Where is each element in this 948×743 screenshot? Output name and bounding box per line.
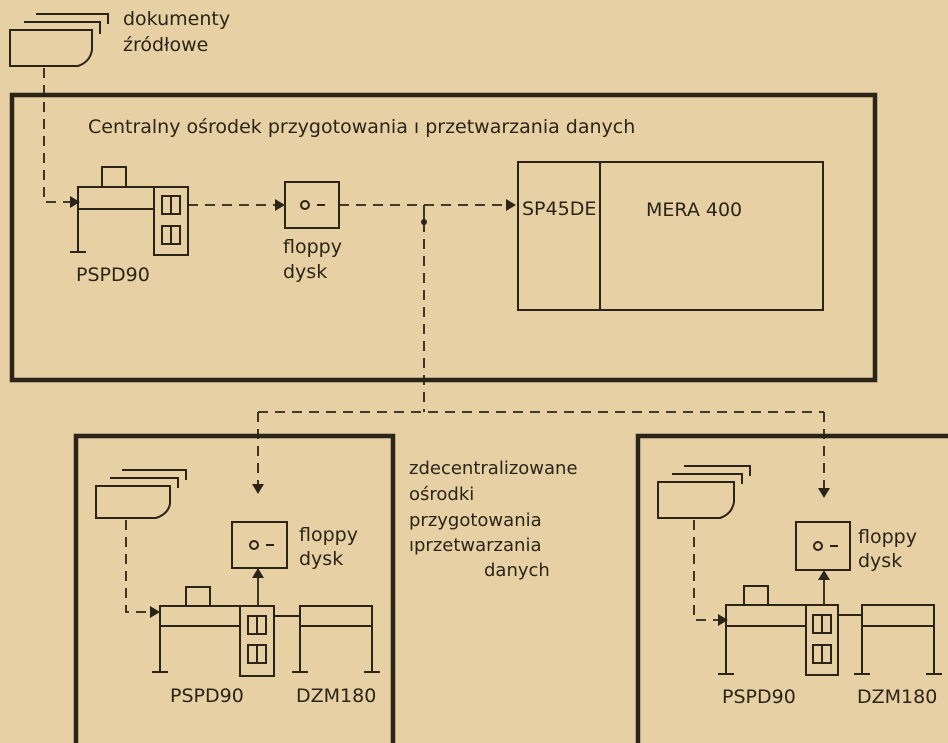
source-documents-left-icon <box>96 470 186 518</box>
pspd90-central-icon <box>70 167 188 255</box>
pspd90-left-icon <box>152 587 300 676</box>
floppy-disk-right-icon <box>796 522 850 570</box>
source-documents-right-icon <box>658 466 750 518</box>
decentral-label-1: zdecentralizowane <box>409 458 578 479</box>
decentral-label-4: ıprzetwarzania <box>409 535 541 556</box>
dzm180-right-label: DZM180 <box>857 686 937 708</box>
dzm180-right-icon <box>854 605 942 674</box>
floppy-disk-left-icon <box>232 522 287 568</box>
mera400-computer-box <box>518 162 823 310</box>
pspd90-central-label: PSPD90 <box>76 264 150 286</box>
floppy-central-label-1: floppy <box>283 236 342 258</box>
floppy-left-label-2: dysk <box>299 548 343 570</box>
source-docs-label-1: dokumenty <box>123 8 230 30</box>
floppy-central-label-2: dysk <box>283 261 327 283</box>
floppy-left-label-1: floppy <box>299 524 358 546</box>
pspd90-right-icon <box>718 586 862 675</box>
dzm180-left-label: DZM180 <box>296 685 376 707</box>
floppy-right-label-1: floppy <box>858 526 917 548</box>
sp45de-label: SP45DE <box>522 198 596 220</box>
pspd90-right-label: PSPD90 <box>722 686 796 708</box>
floppy-right-label-2: dysk <box>858 550 902 572</box>
pspd90-left-label: PSPD90 <box>170 685 244 707</box>
central-center-title: Centralny ośrodek przygotowania ı przetw… <box>88 116 635 138</box>
source-docs-label-2: źródłowe <box>123 34 208 56</box>
floppy-disk-central-icon <box>285 182 339 228</box>
source-documents-icon <box>10 14 108 66</box>
dzm180-left-icon <box>292 606 380 672</box>
decentral-label-2: ośrodki <box>409 484 474 505</box>
mera400-label: MERA 400 <box>646 199 742 221</box>
decentral-label-3: przygotowania <box>409 510 542 531</box>
decentral-label-5: danych <box>484 560 550 581</box>
